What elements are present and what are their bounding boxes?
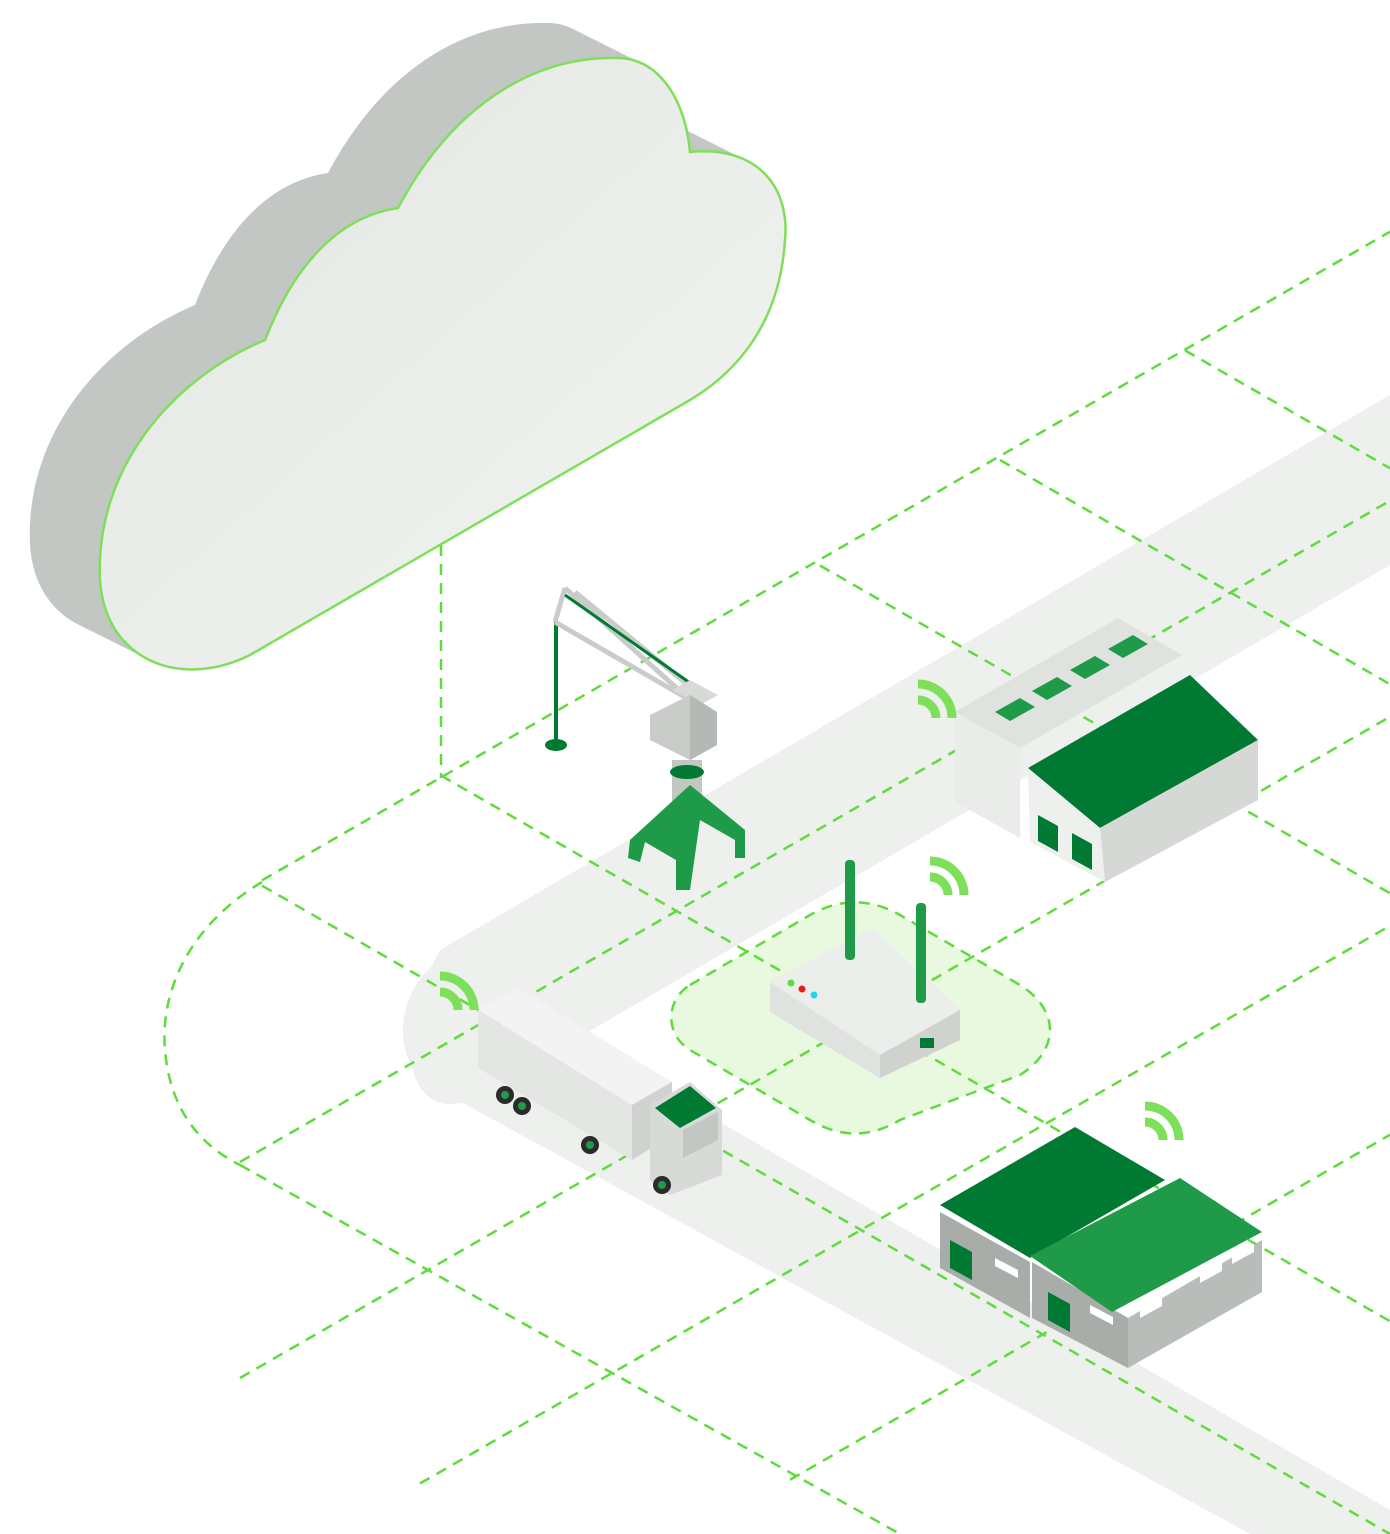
- factory-green-roof: [1028, 675, 1258, 828]
- wifi-signal-icon: [917, 679, 957, 719]
- router-port: [920, 1038, 934, 1048]
- led-green: [787, 979, 795, 987]
- warehouse-roof: [940, 1127, 1165, 1258]
- grid-line: [239, 1163, 901, 1534]
- router-antenna: [845, 860, 855, 960]
- truck-icon: [478, 988, 722, 1195]
- wifi-arc: [929, 872, 953, 896]
- cloud-icon: [29, 22, 787, 671]
- grid-line: [239, 499, 1390, 1164]
- wifi-arc: [929, 856, 969, 896]
- truck-container-side: [478, 1010, 632, 1160]
- wifi-signal-icon: [929, 856, 969, 896]
- wifi-signals: [439, 679, 1184, 1141]
- wifi-arc: [439, 971, 479, 1011]
- crane-icon: [545, 586, 745, 890]
- warehouse-icon: [940, 1127, 1262, 1368]
- router-icon: [770, 860, 960, 1078]
- warehouse-door: [950, 1240, 972, 1280]
- router-top: [770, 928, 960, 1055]
- factory-door: [1072, 833, 1092, 870]
- road-northeast: [410, 395, 1390, 1105]
- wifi-signal-icon: [1144, 1101, 1184, 1141]
- crane-base: [628, 785, 745, 890]
- grid-line: [419, 924, 1390, 1485]
- router-antenna: [916, 903, 926, 1003]
- crane-cable: [564, 593, 701, 692]
- network-boundary: [163, 880, 263, 1167]
- grid-line: [1184, 349, 1390, 470]
- crane-hook: [545, 739, 567, 751]
- led-cyan: [810, 991, 818, 999]
- wifi-arc: [917, 679, 957, 719]
- factory-door: [1038, 815, 1058, 852]
- wifi-arc: [1144, 1117, 1168, 1141]
- crane-boom: [552, 586, 702, 703]
- wifi-arc: [439, 987, 463, 1011]
- wifi-arc: [1144, 1101, 1184, 1141]
- warehouse-roof: [1030, 1178, 1262, 1312]
- grid-line: [261, 230, 1390, 882]
- factory-icon: [955, 618, 1258, 882]
- truck-container-top: [478, 988, 672, 1105]
- warehouse-door: [1048, 1292, 1070, 1332]
- factory-office-wall: [955, 712, 1020, 838]
- wifi-signal-icon: [439, 971, 479, 1011]
- cloud-face: [98, 56, 787, 671]
- wifi-arc: [917, 695, 941, 719]
- led-red: [798, 985, 806, 993]
